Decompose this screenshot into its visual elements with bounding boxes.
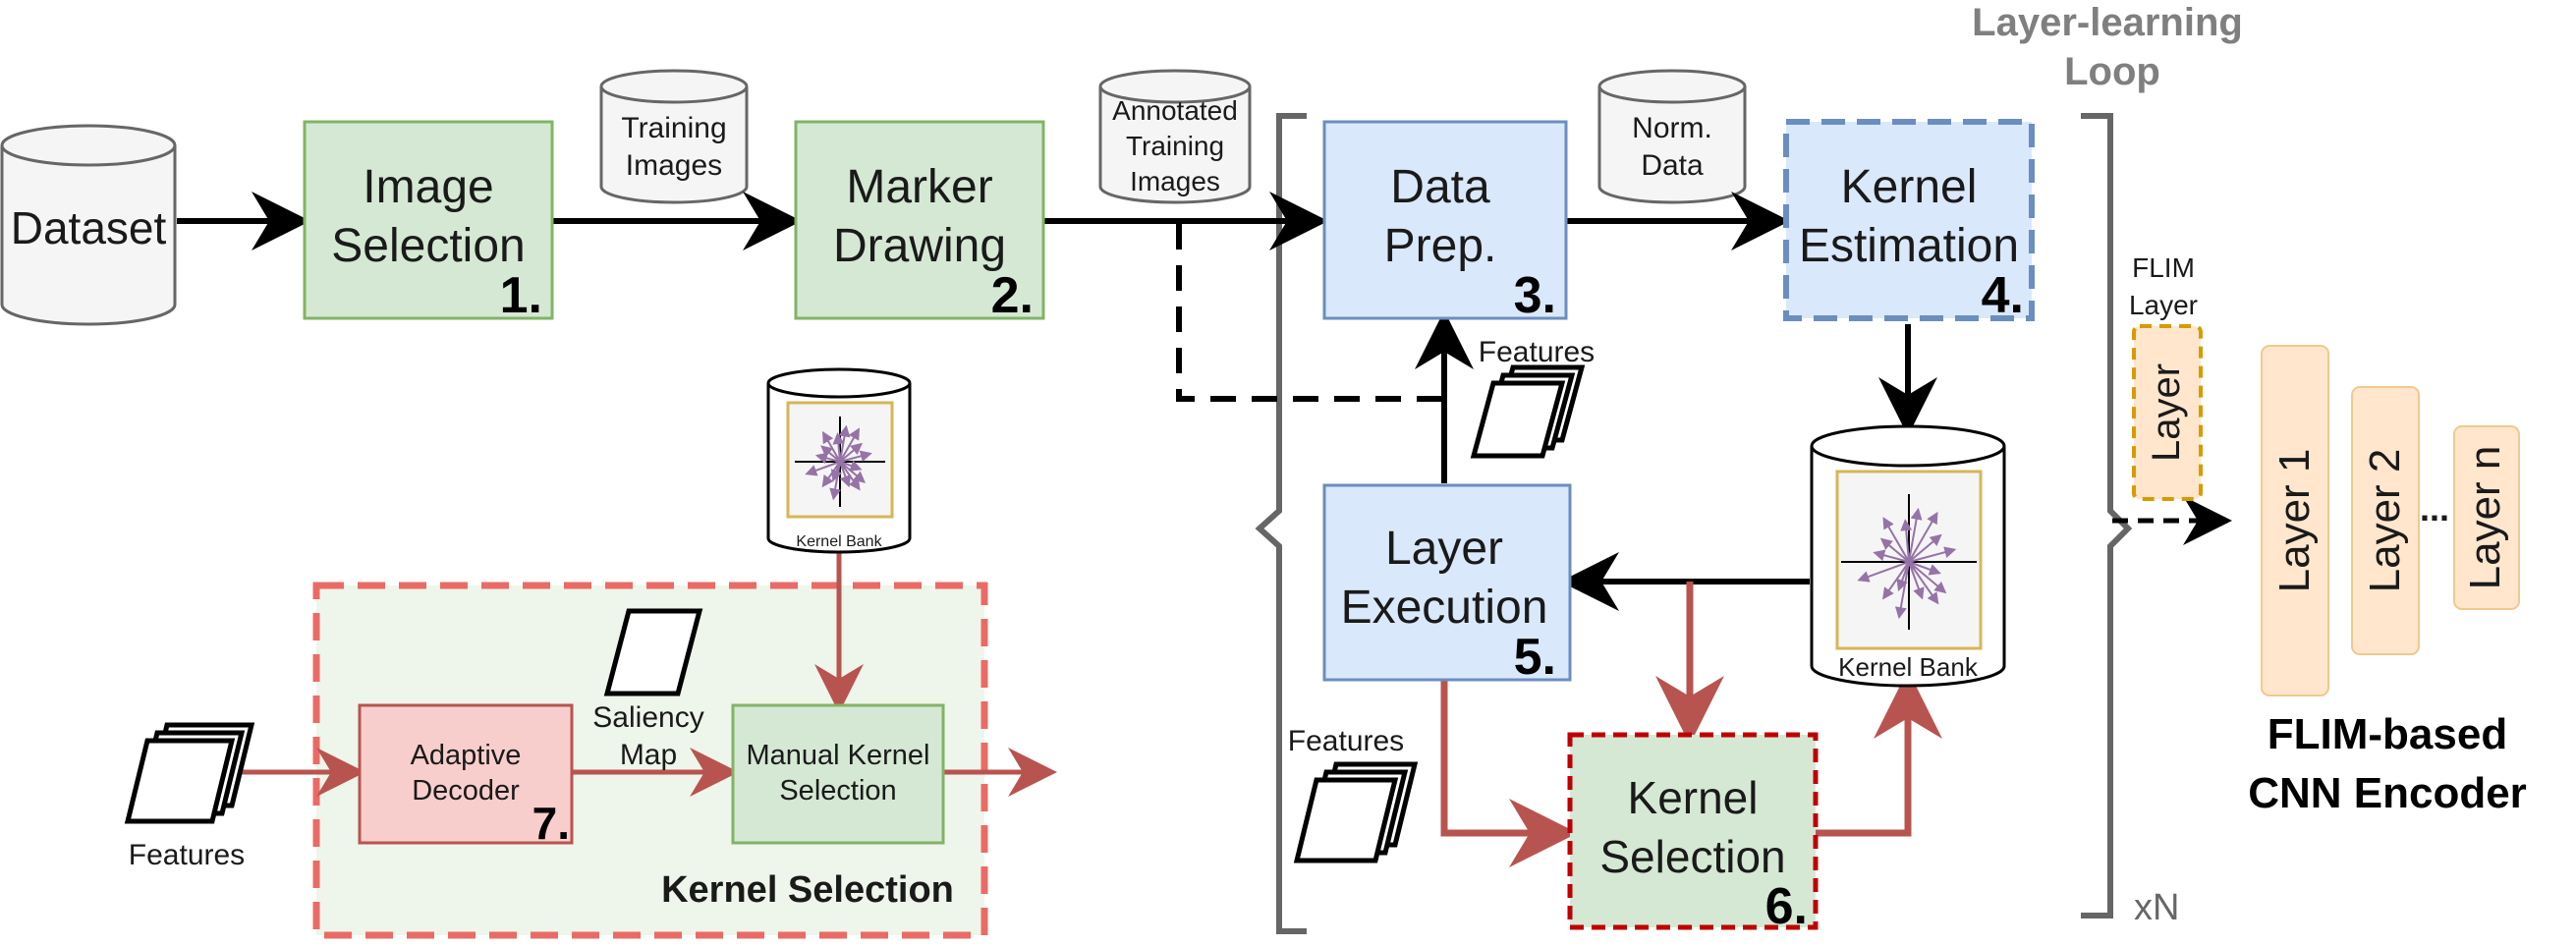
annotated-images-label-1: Annotated bbox=[1112, 95, 1238, 126]
encoder-layer-2: Layer 2 bbox=[2351, 386, 2420, 655]
encoder-ellipsis: ... bbox=[2420, 488, 2449, 529]
step-number-6: 6. bbox=[1765, 878, 1808, 935]
features-label-bottom: Features bbox=[1288, 725, 1404, 757]
training-images-label-1: Training bbox=[621, 112, 726, 144]
training-images-label-2: Images bbox=[626, 149, 722, 182]
flim-layer-box: Layer bbox=[2132, 324, 2203, 501]
kernel-bank-small-label: Kernel Bank bbox=[796, 533, 882, 550]
flim-layer-box-label: Layer bbox=[2145, 363, 2188, 462]
flim-layer-label-2: Layer bbox=[2129, 290, 2198, 320]
norm-data-label-1: Norm. bbox=[1632, 112, 1712, 144]
marker-drawing-box: Marker Drawing 2. bbox=[794, 120, 1045, 324]
saliency-map-label-2: Map bbox=[620, 739, 677, 771]
features-stack-icon-left bbox=[124, 722, 255, 824]
layer-execution-label-1: Layer bbox=[1385, 523, 1503, 575]
layer-execution-box: Layer Execution 5. bbox=[1322, 483, 1572, 686]
manual-kernel-label-1: Manual Kernel bbox=[747, 740, 930, 771]
features-stack-icon-top bbox=[1470, 364, 1586, 459]
data-prep-box: Data Prep. 3. bbox=[1322, 120, 1568, 324]
step-number-7: 7. bbox=[532, 798, 570, 849]
kernel-selection-box: Kernel Selection 6. bbox=[1567, 732, 1819, 935]
adaptive-decoder-label-2: Decoder bbox=[412, 775, 520, 807]
annotated-images-label-2: Training bbox=[1126, 131, 1224, 161]
manual-kernel-label-2: Selection bbox=[779, 775, 896, 807]
repeat-label: xN bbox=[2134, 887, 2179, 928]
encoder-layer-1-label: Layer 1 bbox=[2270, 449, 2319, 593]
encoder-title-1: FLIM-based bbox=[2268, 710, 2507, 758]
adaptive-decoder-label-1: Adaptive bbox=[411, 740, 522, 771]
adaptive-decoder-box: Adaptive Decoder 7. bbox=[358, 703, 574, 849]
features-label-top: Features bbox=[1479, 336, 1595, 368]
kernel-bank-large-label: Kernel Bank bbox=[1838, 652, 1979, 682]
norm-data-label-2: Data bbox=[1641, 149, 1704, 182]
step-number-4: 4. bbox=[1982, 267, 2024, 324]
manual-kernel-selection-box: Manual Kernel Selection bbox=[731, 703, 945, 845]
loop-right-brace bbox=[2081, 113, 2133, 918]
step-number-5: 5. bbox=[1514, 629, 1556, 686]
kernel-rose-small-icon bbox=[795, 417, 885, 507]
annotated-images-cylinder: Annotated Training Images bbox=[1098, 69, 1252, 204]
arrow-execution-to-kernel-selection bbox=[1440, 680, 1578, 867]
features-label-left: Features bbox=[129, 839, 245, 871]
kernel-estimation-label-1: Kernel bbox=[1841, 161, 1978, 213]
step-number-1: 1. bbox=[500, 267, 542, 324]
marker-drawing-label-1: Marker bbox=[846, 161, 992, 213]
dataset-label: Dataset bbox=[11, 202, 167, 253]
layer-execution-label-2: Execution bbox=[1341, 582, 1548, 634]
kernel-rose-large-icon bbox=[1841, 494, 1977, 630]
kernel-selection-panel-title: Kernel Selection bbox=[661, 869, 954, 911]
saliency-map-label-1: Saliency bbox=[592, 701, 703, 734]
kernel-selection-label-2: Selection bbox=[1599, 831, 1785, 882]
norm-data-cylinder: Norm. Data bbox=[1597, 69, 1747, 204]
training-images-cylinder: Training Images bbox=[599, 69, 749, 204]
saliency-map-icon bbox=[603, 608, 703, 696]
data-prep-label-1: Data bbox=[1390, 161, 1490, 213]
encoder-layer-2-label: Layer 2 bbox=[2361, 449, 2409, 593]
dataset-cylinder: Dataset bbox=[0, 124, 177, 326]
features-stack-icon-bottom bbox=[1293, 761, 1419, 863]
loop-title-line1: Layer-learning bbox=[1972, 1, 2243, 44]
image-selection-label-1: Image bbox=[363, 161, 493, 213]
encoder-layer-1: Layer 1 bbox=[2261, 345, 2329, 696]
loop-left-brace bbox=[1255, 113, 1307, 934]
encoder-title-2: CNN Encoder bbox=[2248, 769, 2527, 817]
encoder-layer-n-label: Layer n bbox=[2461, 446, 2509, 590]
kernel-estimation-label-2: Estimation bbox=[1799, 220, 2019, 272]
loop-title-line2: Loop bbox=[2064, 50, 2160, 93]
kernel-bank-small: Kernel Bank bbox=[766, 367, 912, 554]
step-number-2: 2. bbox=[991, 267, 1034, 324]
arrow-kernel-selection-to-bank bbox=[1816, 670, 1942, 837]
image-selection-label-2: Selection bbox=[331, 220, 525, 272]
marker-drawing-label-2: Drawing bbox=[833, 220, 1006, 272]
data-prep-label-2: Prep. bbox=[1384, 220, 1497, 272]
step-number-3: 3. bbox=[1514, 267, 1556, 324]
annotated-images-label-3: Images bbox=[1130, 166, 1220, 196]
encoder-layer-n: Layer n bbox=[2453, 425, 2520, 610]
kernel-selection-label-1: Kernel bbox=[1628, 772, 1759, 823]
image-selection-box: Image Selection 1. bbox=[303, 120, 554, 324]
kernel-estimation-box: Kernel Estimation 4. bbox=[1783, 119, 2035, 324]
kernel-bank-large: Kernel Bank bbox=[1810, 424, 2006, 688]
dashed-annotation-link bbox=[1176, 224, 1444, 402]
flim-layer-label-1: FLIM bbox=[2132, 252, 2195, 283]
